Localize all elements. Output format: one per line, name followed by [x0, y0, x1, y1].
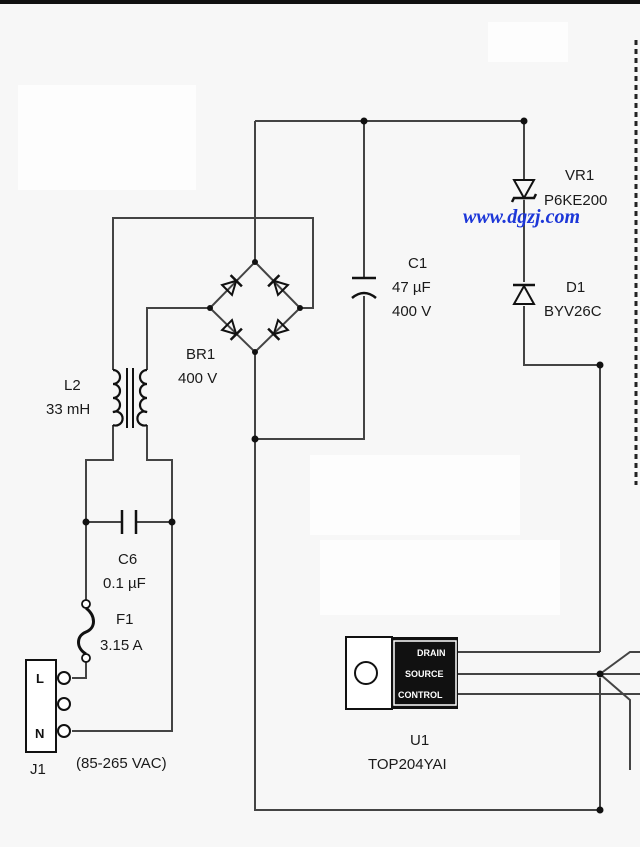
u1-pin-drain: DRAIN [417, 648, 446, 658]
blank-patch [18, 85, 196, 190]
vr1-ref: VR1 [565, 167, 594, 184]
blank-patch [320, 540, 560, 615]
blank-patch [488, 22, 568, 62]
wires [72, 120, 640, 811]
u1-value: TOP204YAI [368, 756, 447, 773]
d1-ref: D1 [566, 279, 585, 296]
br1-ref: BR1 [186, 346, 215, 363]
blank-patch [310, 455, 520, 535]
capacitor-c6 [120, 510, 138, 534]
c1-ref: C1 [408, 255, 427, 272]
br1-value: 400 V [178, 370, 217, 387]
top-border [0, 0, 640, 4]
c6-value: 0.1 µF [103, 575, 146, 592]
c1-value: 47 µF [392, 279, 431, 296]
u1-ref: U1 [410, 732, 429, 749]
vr1-value: P6KE200 [544, 192, 607, 209]
bridge-rectifier-br1 [207, 259, 303, 355]
j1-note: (85-265 VAC) [76, 755, 167, 772]
u1-pin-source: SOURCE [405, 669, 444, 679]
fuse-f1 [77, 599, 95, 663]
ic-u1 [345, 636, 458, 710]
c1-voltage: 400 V [392, 303, 431, 320]
u1-pin-control: CONTROL [398, 690, 443, 700]
l2-value: 33 mH [46, 401, 90, 418]
l2-ref: L2 [64, 377, 81, 394]
j1-pin-l: L [36, 671, 44, 686]
connector-j1 [25, 659, 71, 753]
tvs-diode-vr1 [510, 179, 538, 203]
c6-ref: C6 [118, 551, 137, 568]
capacitor-c1 [351, 276, 377, 299]
d1-value: BYV26C [544, 303, 602, 320]
junction-dots [82, 117, 604, 814]
j1-pin-n: N [35, 726, 44, 741]
j1-ref: J1 [30, 761, 46, 778]
watermark: www.dgzj.com [463, 206, 580, 228]
diode-d1 [512, 283, 536, 305]
f1-value: 3.15 A [100, 637, 143, 654]
f1-ref: F1 [116, 611, 134, 628]
inductor-l2 [112, 368, 148, 428]
